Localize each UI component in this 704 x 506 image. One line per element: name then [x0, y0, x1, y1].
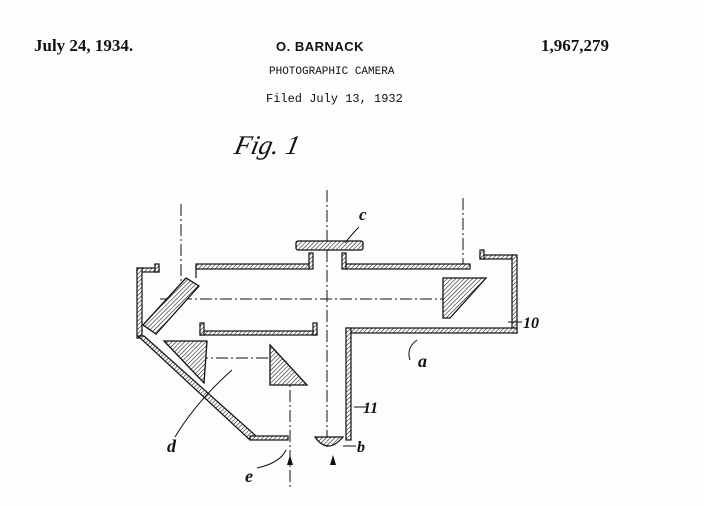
prism-lower-right: [269, 343, 309, 386]
light-arrows: [287, 455, 336, 465]
filing-date: Filed July 13, 1932: [266, 92, 403, 106]
lens-c: [295, 240, 364, 251]
prism-upper-right: [442, 277, 488, 319]
label-11: 11: [363, 400, 378, 417]
patent-date: July 24, 1934.: [34, 36, 134, 55]
figure-caption: Fig. 1: [231, 130, 303, 160]
inventor-name: O. BARNACK: [276, 39, 365, 54]
camera-housing: [136, 249, 518, 441]
label-a: a: [418, 351, 427, 371]
prism-lower-left: [162, 340, 208, 385]
leader-lines: [174, 226, 522, 469]
label-e: e: [245, 466, 253, 486]
invention-title: PHOTOGRAPHIC CAMERA: [269, 66, 395, 78]
mirror-left: [142, 277, 201, 335]
optical-elements: [142, 277, 488, 386]
label-b: b: [357, 439, 365, 456]
label-c: c: [359, 205, 367, 224]
label-d: d: [167, 436, 177, 456]
label-10: 10: [523, 315, 539, 332]
lens-b: [313, 436, 345, 447]
patent-number: 1,967,279: [541, 36, 609, 55]
optical-axes: [160, 190, 464, 490]
